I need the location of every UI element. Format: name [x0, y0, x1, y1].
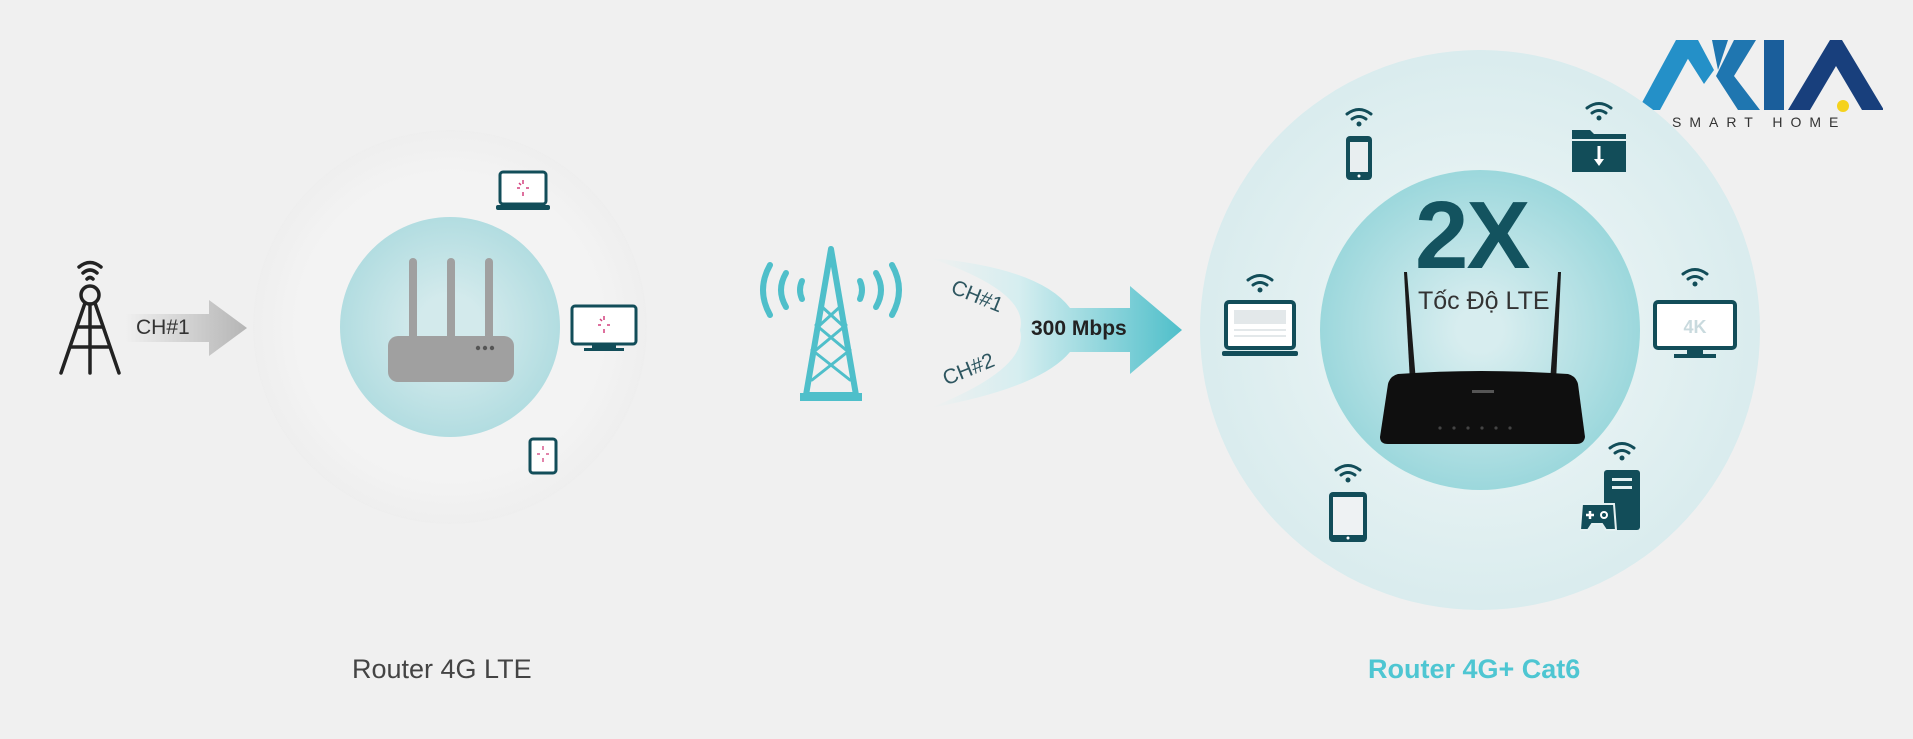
folder-download-wifi-icon: [1570, 100, 1628, 177]
router-4g-cat6-label: Router 4G+ Cat6: [1368, 654, 1581, 684]
smartphone-wifi-icon: [1343, 106, 1375, 189]
arrow-right-icon: [125, 300, 247, 361]
tablet-loading-icon: [528, 437, 558, 480]
laptop-wifi-icon: [1222, 272, 1298, 363]
gaming-pc-wifi-icon: [1578, 440, 1642, 537]
tv-4k-wifi-icon: 4K: [1652, 266, 1738, 365]
router-4g-lte-label: Router 4G LTE: [352, 654, 532, 684]
router-icon: [1380, 272, 1585, 452]
merge-arrow-icon: [920, 248, 1190, 423]
speed-label: 300 Mbps: [1031, 317, 1127, 340]
monitor-loading-icon: [570, 304, 638, 357]
tv-4k-badge: 4K: [1683, 317, 1706, 337]
router-icon: [388, 258, 514, 391]
laptop-loading-icon: [496, 170, 550, 217]
cell-tower-icon: [756, 245, 906, 410]
channel-label: CH#1: [136, 316, 190, 339]
speed-caption: Tốc Độ LTE: [1418, 287, 1550, 315]
logo-subtitle: SMART HOME: [1672, 114, 1847, 130]
tablet-wifi-icon: [1327, 462, 1369, 549]
cell-tower-icon: [55, 255, 125, 385]
speed-multiplier: 2X: [1415, 182, 1530, 289]
brand-logo: [1638, 40, 1884, 112]
